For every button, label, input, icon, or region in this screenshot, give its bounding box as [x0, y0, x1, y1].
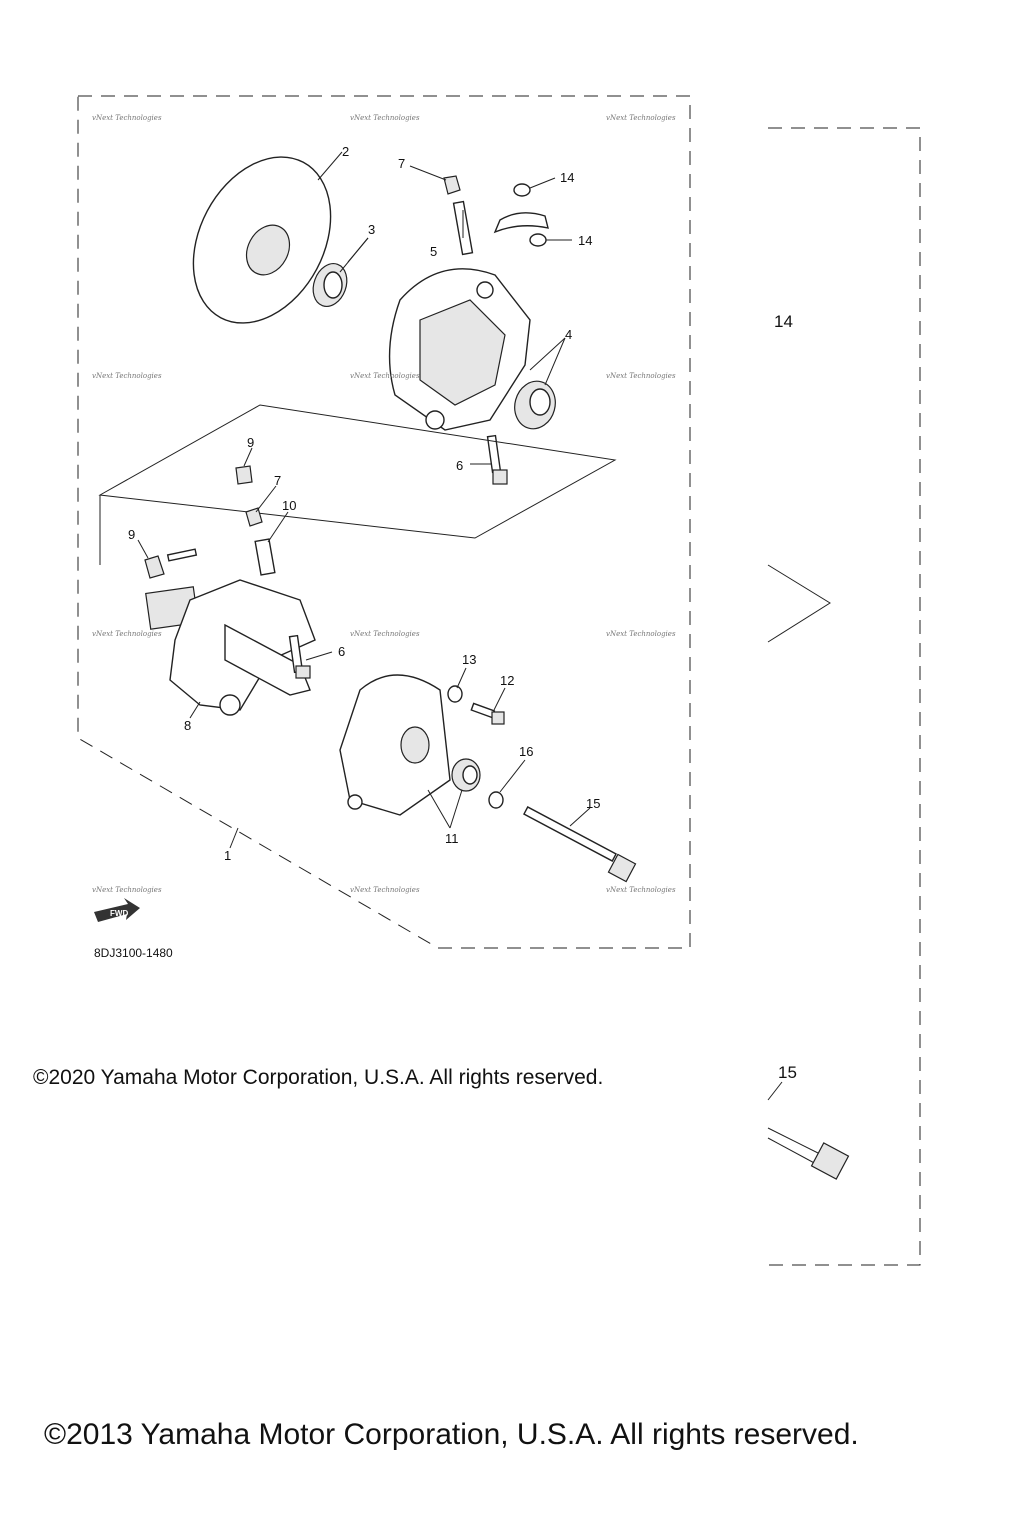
- washer-part-upper: [513, 183, 531, 197]
- callout-10: 10: [282, 498, 296, 513]
- detail-pointer: [767, 564, 831, 643]
- watermark: vNext Technologies: [350, 630, 420, 638]
- nut-part-top: [443, 175, 461, 195]
- callout-4: 4: [565, 327, 572, 342]
- fwd-arrow-icon: FWD: [94, 898, 140, 922]
- callout-6: 6: [338, 644, 345, 659]
- nut-part-lower: [245, 507, 263, 527]
- shoe-part-top: [235, 465, 253, 485]
- bolt-part-12: [470, 702, 505, 725]
- callout-1: 1: [224, 848, 231, 863]
- watermark: vNext Technologies: [350, 886, 420, 894]
- watermark: vNext Technologies: [92, 114, 162, 122]
- callout-2: 2: [342, 144, 349, 159]
- callout-16: 16: [519, 744, 533, 759]
- callout-13: 13: [462, 652, 476, 667]
- watermark: vNext Technologies: [350, 372, 420, 380]
- bushing-part: [312, 263, 348, 307]
- callout-3: 3: [368, 222, 375, 237]
- watermark: vNext Technologies: [350, 114, 420, 122]
- housing-part: [388, 268, 531, 431]
- callout-11: 11: [445, 831, 459, 846]
- detail-frame: [768, 127, 921, 1266]
- callout-15: 15: [586, 796, 600, 811]
- shoe-part-left: [144, 555, 165, 579]
- watermark: vNext Technologies: [92, 372, 162, 380]
- callout-14: 14: [560, 170, 574, 185]
- bushing-part-lower: [451, 758, 481, 792]
- seal-part: [514, 380, 556, 430]
- cover-part: [339, 674, 451, 816]
- copyright-2013: ©2013 Yamaha Motor Corporation, U.S.A. A…: [44, 1418, 859, 1451]
- washer-part-13: [447, 685, 463, 703]
- watermark: vNext Technologies: [606, 372, 676, 380]
- part-code: 8DJ3100-1480: [94, 946, 173, 960]
- callout-7: 7: [274, 473, 281, 488]
- bolt-part-upper: [486, 434, 508, 485]
- detail-bolt-part: [767, 1127, 850, 1180]
- callout-12: 12: [500, 673, 514, 688]
- spring-pin-part: [166, 548, 198, 562]
- copyright-2020: ©2020 Yamaha Motor Corporation, U.S.A. A…: [33, 1066, 604, 1089]
- washer-part-16: [488, 791, 504, 809]
- watermark: vNext Technologies: [606, 630, 676, 638]
- callout-8: 8: [184, 718, 191, 733]
- sheave-part: [192, 156, 332, 324]
- long-bolt-part: [523, 806, 637, 883]
- collar-part: [254, 538, 276, 576]
- assembly-boundary: [77, 95, 691, 949]
- watermark: vNext Technologies: [606, 114, 676, 122]
- callout-14: 14: [774, 312, 793, 331]
- bolt-part-lower: [288, 634, 311, 679]
- spider-part: [145, 579, 316, 716]
- weight-arm-part: [493, 212, 549, 234]
- watermark: vNext Technologies: [92, 886, 162, 894]
- callout-9: 9: [128, 527, 135, 542]
- callout-7: 7: [398, 156, 405, 171]
- callout-14: 14: [578, 233, 592, 248]
- watermark: vNext Technologies: [92, 630, 162, 638]
- leader-lines: [137, 151, 783, 1101]
- fwd-label: FWD: [110, 909, 128, 918]
- callout-6: 6: [456, 458, 463, 473]
- washer-part-lower: [529, 233, 547, 247]
- callout-5: 5: [430, 244, 437, 259]
- watermark: vNext Technologies: [606, 886, 676, 894]
- sub-assembly-boundary: [98, 404, 617, 539]
- callout-9: 9: [247, 435, 254, 450]
- callout-15: 15: [778, 1063, 797, 1082]
